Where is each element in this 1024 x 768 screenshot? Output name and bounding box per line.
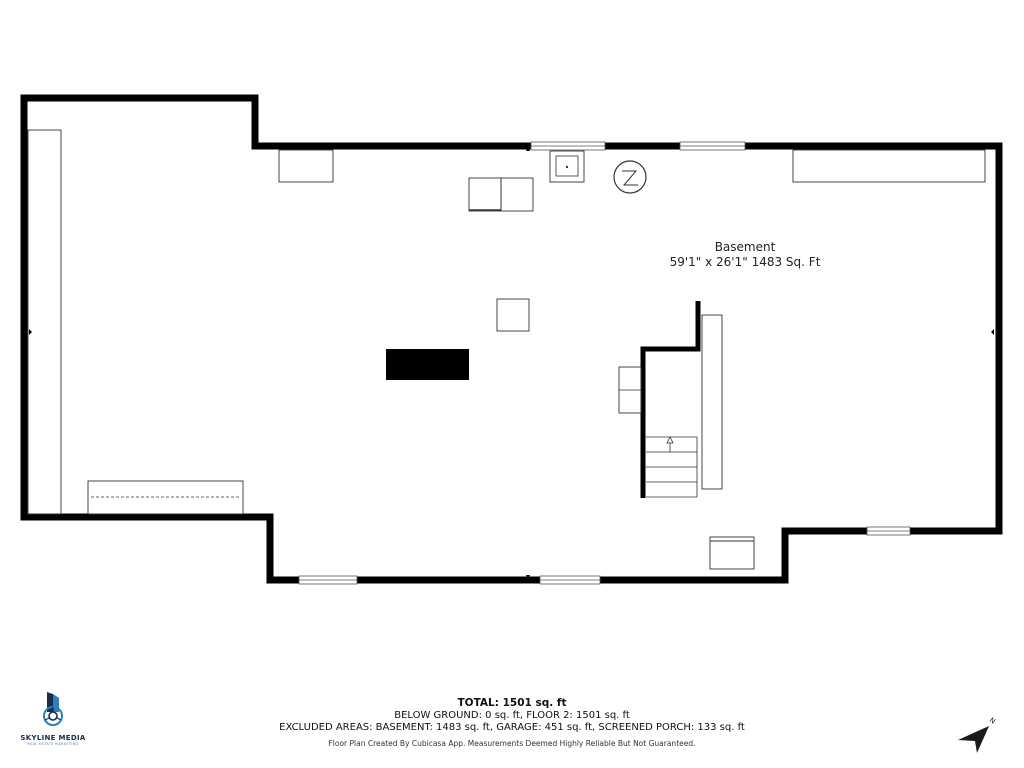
below-ground-area: BELOW GROUND: 0 sq. ft, FLOOR 2: 1501 sq… bbox=[394, 710, 630, 721]
central-column bbox=[386, 349, 469, 380]
stair-direction-arrow-icon bbox=[666, 436, 674, 444]
square-pier bbox=[496, 298, 530, 332]
cabinet-top-left bbox=[278, 149, 334, 183]
logo-tagline: REAL ESTATE MARKETING bbox=[27, 742, 79, 746]
washer-dryer bbox=[468, 177, 534, 212]
staircase bbox=[618, 301, 723, 498]
left-counter bbox=[27, 129, 62, 515]
exterior-walls bbox=[20, 94, 1003, 584]
bench-bottom-left bbox=[87, 480, 244, 515]
total-area: TOTAL: 1501 sq. ft bbox=[457, 697, 567, 709]
cabinet-top-right bbox=[792, 149, 986, 183]
company-logo: SKYLINE MEDIA REAL ESTATE MARKETING bbox=[20, 690, 86, 746]
excluded-areas: EXCLUDED AREAS: BASEMENT: 1483 sq. ft, G… bbox=[279, 722, 745, 733]
cabinet-bottom-right bbox=[709, 536, 755, 570]
windows bbox=[298, 141, 911, 585]
skyline-logo-icon bbox=[43, 692, 63, 726]
water-heater-icon bbox=[613, 160, 647, 194]
room-label: Basement 59'1" x 26'1" 1483 Sq. Ft bbox=[660, 240, 830, 270]
area-summary: TOTAL: 1501 sq. ft BELOW GROUND: 0 sq. f… bbox=[200, 697, 824, 749]
compass-label: N bbox=[988, 716, 997, 726]
room-dimensions: 59'1" x 26'1" 1483 Sq. Ft bbox=[669, 255, 821, 269]
logo-brand: SKYLINE MEDIA bbox=[20, 734, 86, 742]
disclaimer: Floor Plan Created By Cubicasa App. Meas… bbox=[328, 739, 696, 748]
sink-icon bbox=[549, 150, 585, 183]
room-name: Basement bbox=[714, 240, 776, 254]
wall-markers bbox=[29, 147, 994, 579]
north-arrow-icon: N bbox=[958, 716, 997, 753]
